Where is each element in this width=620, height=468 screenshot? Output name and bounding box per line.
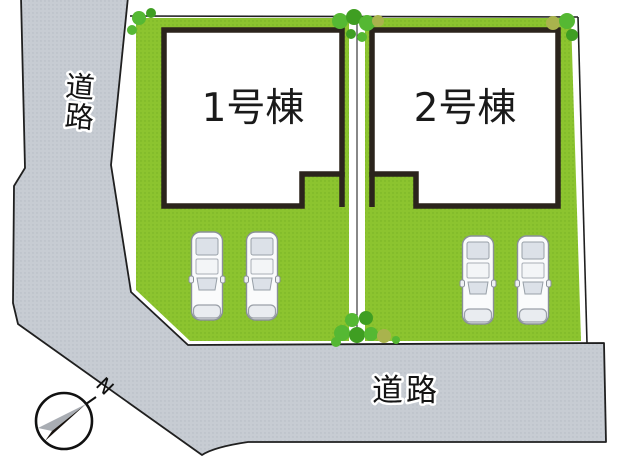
tree-icon <box>392 336 400 344</box>
tree-icon <box>334 325 350 341</box>
tree-icon <box>345 313 359 327</box>
car-icon <box>243 231 281 321</box>
tree-icon <box>566 29 578 41</box>
tree-icon <box>332 13 348 29</box>
tree-icon <box>359 15 375 31</box>
tree-icon <box>372 15 384 27</box>
tree-cluster-top-left <box>127 8 156 35</box>
tree-cluster-top-middle <box>332 9 384 42</box>
road-left-label: 道 路 <box>61 66 98 137</box>
tree-icon <box>146 8 156 18</box>
tree-icon <box>132 11 146 25</box>
car-icon <box>188 231 226 321</box>
compass-needle-tail <box>85 396 97 405</box>
site-right-boundary-line <box>577 16 588 344</box>
car-icon <box>514 235 552 325</box>
compass-needle-light <box>38 404 86 431</box>
tree-icon <box>359 311 373 325</box>
tree-icon <box>357 32 367 42</box>
tree-icon <box>364 327 378 341</box>
road-texture <box>13 0 606 455</box>
tree-icon <box>546 16 560 30</box>
building-1-label: 1号棟 <box>202 86 305 131</box>
tree-icon <box>127 25 137 35</box>
road-bottom-label: 道路 <box>372 373 440 409</box>
building-2-label: 2号棟 <box>414 86 517 131</box>
compass-needle-dark <box>45 404 86 441</box>
building-1: 1号棟 <box>161 27 345 209</box>
tree-cluster-top-right <box>546 13 578 41</box>
road-left-label-char-2: 路 <box>64 99 96 135</box>
building-2: 2号棟 <box>369 27 561 209</box>
tree-icon <box>349 327 365 343</box>
tree-icon <box>377 329 391 343</box>
road-left-label-char-1: 道 <box>64 69 96 105</box>
tree-icon <box>559 13 575 29</box>
tree-icon <box>346 9 362 25</box>
compass-icon: N <box>34 372 119 451</box>
tree-icon <box>346 29 356 39</box>
car-icon <box>459 235 497 325</box>
tree-icon <box>331 337 341 347</box>
tree-cluster-bottom-middle <box>331 311 400 347</box>
